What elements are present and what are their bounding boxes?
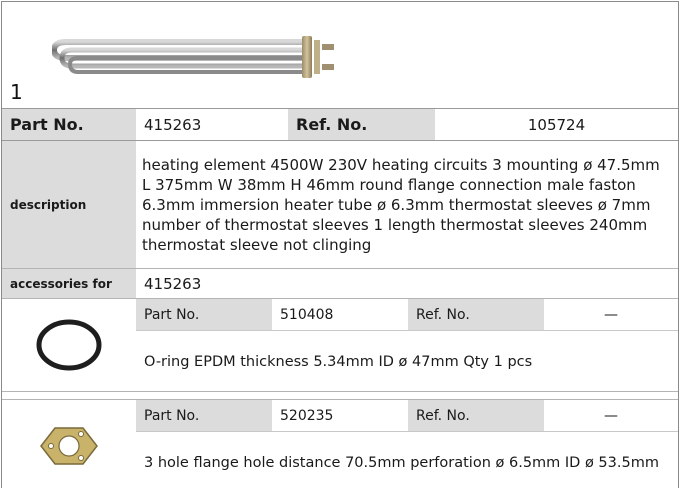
accessory-ref-value: — <box>604 306 618 323</box>
heating-element-icon <box>52 36 334 78</box>
accessories-label: accessories for <box>2 269 136 298</box>
part-no-value: 415263 <box>144 115 202 134</box>
accessory-description: O-ring EPDM thickness 5.34mm ID ø 47mm Q… <box>144 353 533 370</box>
accessory-part-value: 510408 <box>280 306 334 323</box>
flange-icon <box>2 400 135 492</box>
accessory-ref-value: — <box>604 407 618 424</box>
accessory-description: 3 hole flange hole distance 70.5mm perfo… <box>144 454 659 471</box>
accessory-part-value: 520235 <box>280 407 334 424</box>
o-ring-icon <box>2 299 135 391</box>
part-number-row: Part No. 415263 Ref. No. 105724 <box>2 109 678 141</box>
accessory-item: Part No. 520235 Ref. No. — 3 hole flange… <box>2 400 678 492</box>
accessory-part-row: Part No. 510408 Ref. No. — <box>136 299 678 331</box>
image-index: 1 <box>10 80 23 104</box>
description-text: heating element 4500W 230V heating circu… <box>142 155 660 254</box>
accessories-row: accessories for 415263 <box>2 269 678 299</box>
description-row: description heating element 4500W 230V h… <box>2 141 678 269</box>
accessory-part-label: Part No. <box>136 299 272 330</box>
product-image-area: 1 <box>2 2 678 109</box>
ref-no-label: Ref. No. <box>288 109 435 140</box>
accessory-ref-label: Ref. No. <box>408 299 544 330</box>
accessory-item: Part No. 510408 Ref. No. — O-ring EPDM t… <box>2 299 678 392</box>
accessories-value: 415263 <box>144 274 202 293</box>
part-no-label: Part No. <box>2 109 136 140</box>
divider <box>2 392 678 400</box>
description-label: description <box>2 141 136 268</box>
accessory-part-label: Part No. <box>136 400 272 431</box>
accessory-ref-label: Ref. No. <box>408 400 544 431</box>
ref-no-value: 105724 <box>527 115 586 134</box>
accessory-part-row: Part No. 520235 Ref. No. — <box>136 400 678 432</box>
